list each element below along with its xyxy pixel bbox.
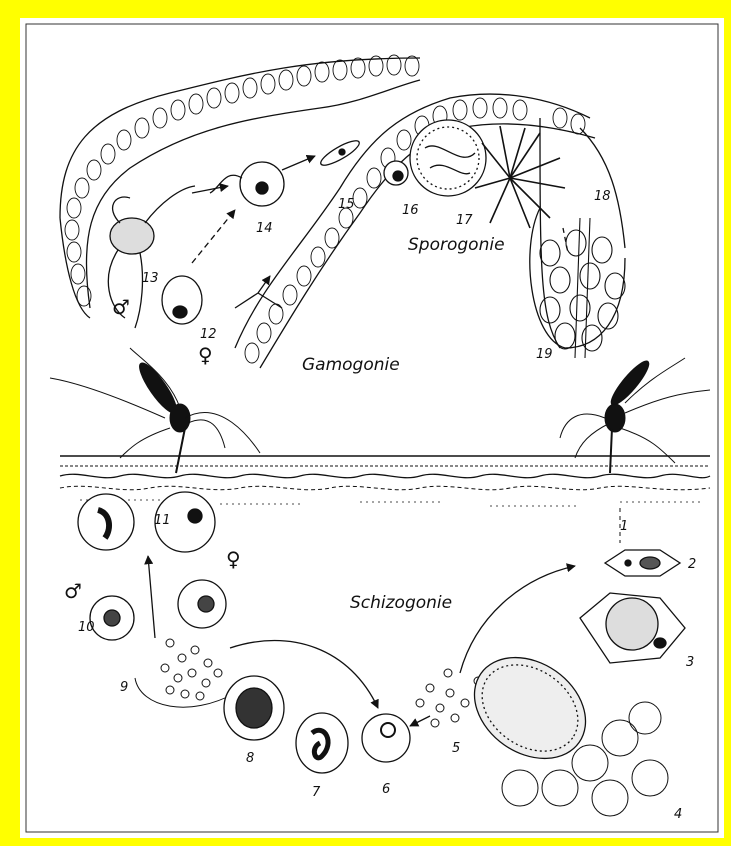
- stage-17-mature-oocyst: [410, 120, 486, 196]
- stage-6-ring-form: [362, 714, 410, 762]
- label-3: 3: [686, 655, 694, 670]
- label-4: 4: [674, 807, 682, 822]
- stage-19-salivary-gland: [540, 218, 625, 358]
- label-14: 14: [256, 221, 273, 236]
- stage-8-schizont: [224, 676, 284, 740]
- stage-label-sporogony: Sporogonie: [408, 235, 505, 255]
- skin-layer: [60, 456, 710, 506]
- label-13: 13: [142, 271, 159, 286]
- label-9: 9: [120, 680, 128, 695]
- stage-3-liver-cell: [580, 593, 685, 663]
- stage-18-ruptured-oocyst: [475, 126, 565, 228]
- female-symbol-11: ♀: [226, 547, 241, 571]
- stage-label-schizogony: Schizogonie: [350, 593, 452, 613]
- label-17: 17: [456, 213, 473, 228]
- stage-14-zygote: [210, 162, 284, 206]
- label-15: 15: [338, 197, 355, 212]
- stage-12-female-gamete: [162, 276, 202, 324]
- stage-2-sporozoite-in-liver: [605, 550, 680, 576]
- stage-10-young-gametocytes: [90, 580, 226, 640]
- stage-4-liver-schizont: [455, 637, 668, 816]
- label-7: 7: [312, 785, 321, 800]
- label-18: 18: [594, 189, 611, 204]
- stage-16-young-oocyst: [384, 161, 408, 185]
- label-12: 12: [200, 327, 217, 342]
- male-symbol-11: ♂: [64, 579, 82, 603]
- label-11: 11: [154, 513, 171, 528]
- male-symbol-13: ♂: [112, 295, 130, 319]
- diagram-frame: 1 2 3 4 5 6 7 8 9 10 11 12 13 14 15 16 1…: [20, 18, 724, 838]
- label-19: 19: [536, 347, 553, 362]
- stage-9-merozoites: [135, 639, 235, 707]
- label-10: 10: [78, 620, 95, 635]
- female-symbol-12: ♀: [198, 343, 213, 367]
- mosquito-left: [50, 348, 260, 473]
- label-8: 8: [246, 751, 254, 766]
- label-1: 1: [620, 519, 628, 534]
- stage-label-gamogony: Gamogonie: [302, 355, 400, 375]
- label-2: 2: [688, 557, 696, 572]
- malaria-life-cycle-diagram: 1 2 3 4 5 6 7 8 9 10 11 12 13 14 15 16 1…: [20, 18, 724, 838]
- label-5: 5: [452, 741, 460, 756]
- stage-11-gametocytes: [78, 492, 215, 552]
- label-16: 16: [402, 203, 419, 218]
- gut-epithelium: [60, 58, 625, 368]
- label-6: 6: [382, 782, 390, 797]
- stage-7-trophozoite: [296, 713, 348, 773]
